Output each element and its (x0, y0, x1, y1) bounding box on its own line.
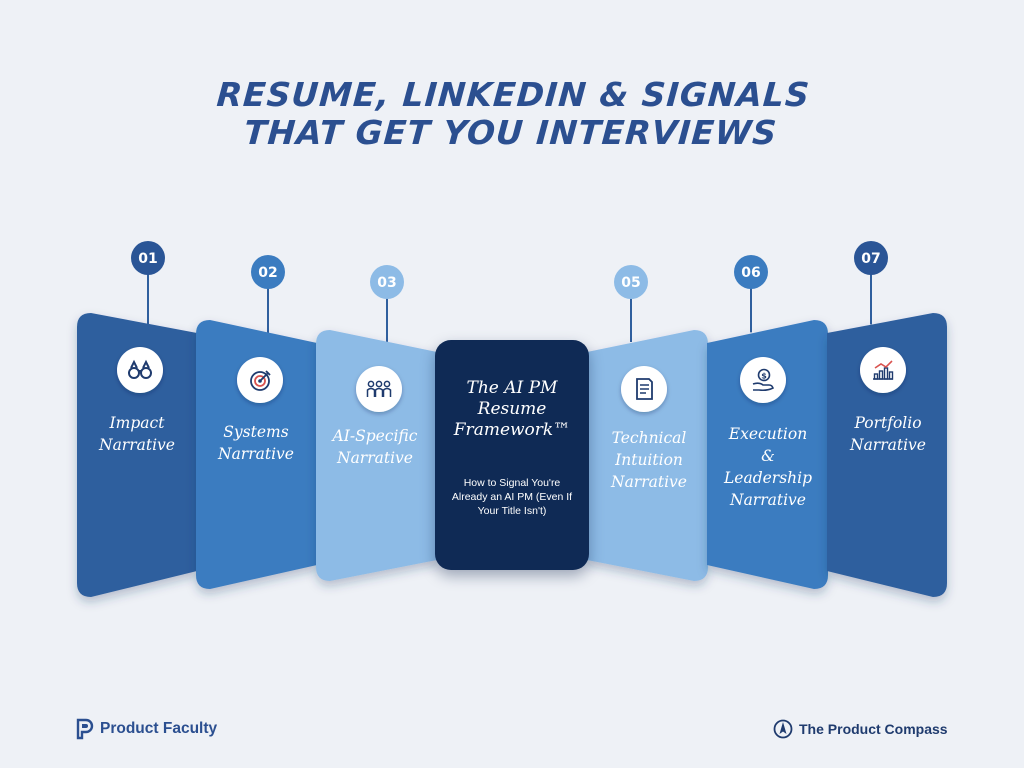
product-compass-name: The Product Compass (799, 721, 948, 737)
card-label-line: Narrative (849, 436, 926, 454)
team-icon (356, 366, 402, 412)
compass-logo-icon (773, 719, 793, 739)
card-panel (827, 313, 947, 597)
product-faculty-brand: Product Faculty (76, 717, 217, 741)
card-panel (587, 330, 708, 581)
card-label-line: Impact (109, 414, 166, 432)
card-panel (316, 330, 437, 581)
product-compass-brand: The Product Compass (773, 717, 948, 741)
card-label-line: Narrative (98, 436, 175, 454)
card-label-line: Execution (728, 425, 807, 443)
center-title-line: Framework™ (453, 420, 571, 440)
center-subtitle: How to Signal You're Already an AI PM (E… (451, 477, 573, 517)
step-number: 05 (621, 275, 640, 291)
step-number: 03 (377, 275, 396, 291)
product-faculty-logo-icon (76, 718, 94, 740)
binoculars-icon (117, 347, 163, 393)
card-label-line: Narrative (729, 491, 806, 509)
card-label-line: AI-Specific (331, 427, 418, 445)
card-panel (196, 320, 317, 589)
step-number-badge: 03 (370, 265, 404, 299)
card-panel (77, 313, 197, 597)
card-label-line: Leadership (723, 469, 812, 487)
product-faculty-name: Product Faculty (100, 720, 218, 737)
center-title-line: Resume (477, 399, 547, 419)
target-icon (237, 357, 283, 403)
step-number-badge: 01 (131, 241, 165, 275)
card-label-line: Portfolio (853, 414, 921, 432)
center-title-line: The AI PM (466, 378, 558, 398)
step-number: 07 (861, 251, 880, 267)
card-label-line: & (761, 447, 775, 465)
chart-icon (860, 347, 906, 393)
card-label-line: Narrative (336, 449, 413, 467)
center-framework-card: The AI PM Resume Framework™ How to Signa… (435, 340, 589, 570)
card-label-line: Narrative (217, 445, 294, 463)
card-label-line: Technical (612, 429, 687, 447)
step-number: 01 (138, 251, 157, 267)
step-number-badge: 06 (734, 255, 768, 289)
step-number-badge: 05 (614, 265, 648, 299)
step-number: 02 (258, 265, 277, 281)
step-number-badge: 07 (854, 241, 888, 275)
card-label-line: Systems (223, 423, 288, 441)
step-number: 06 (741, 265, 760, 281)
center-title: The AI PM Resume Framework™ (435, 378, 589, 441)
money-hand-icon: $ (740, 357, 786, 403)
card-label-line: Narrative (610, 473, 687, 491)
step-number-badge: 02 (251, 255, 285, 289)
document-icon (621, 366, 667, 412)
svg-text:$: $ (761, 372, 767, 381)
card-panel (707, 320, 828, 589)
card-label-line: Intuition (614, 451, 683, 469)
